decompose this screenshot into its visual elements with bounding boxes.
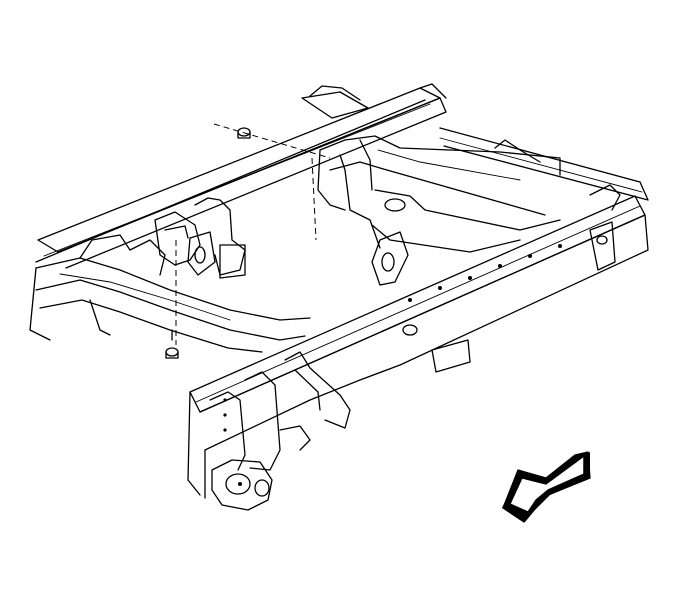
spring-hanger — [209, 371, 311, 511]
frame-rail-right — [187, 195, 649, 499]
crossmember-rear — [29, 234, 311, 353]
crossmember-front — [317, 135, 621, 253]
front-view-arrow — [502, 451, 591, 523]
body-mount-right — [284, 221, 616, 429]
transmission-mount-bolt — [213, 123, 331, 241]
transmission-mount-nut — [165, 240, 179, 359]
frame-rail-left — [35, 83, 649, 269]
transmission-mount-bracket — [154, 197, 409, 286]
body-mount-left — [301, 85, 369, 119]
